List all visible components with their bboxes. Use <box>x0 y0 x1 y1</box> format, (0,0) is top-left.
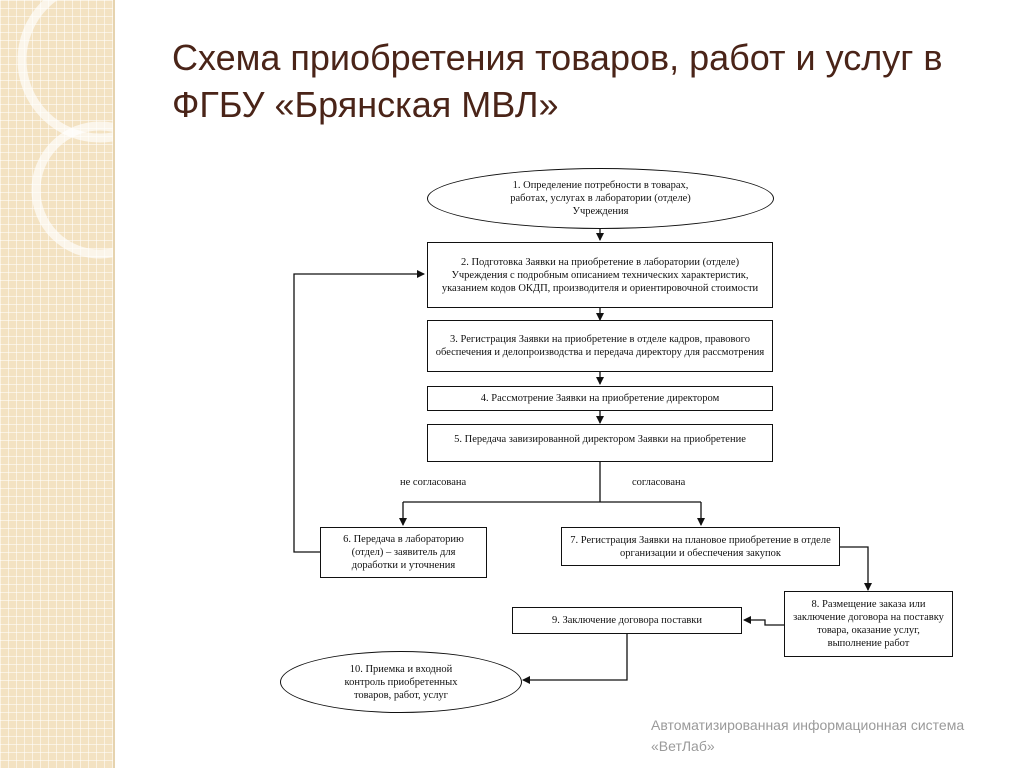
arrow-7-to-8 <box>840 546 872 591</box>
step-4-text: 4. Рассмотрение Заявки на приобретение д… <box>480 393 720 404</box>
arrow-8-to-9 <box>743 616 784 626</box>
decorative-side-panel <box>0 0 115 768</box>
step-10-node: 10. Приемка и входной контроль приобрете… <box>280 651 522 713</box>
step-1-text: 1. Определение потребности в товарах, ра… <box>510 180 691 217</box>
step-10-text: 10. Приемка и входной контроль приобрете… <box>344 663 458 701</box>
arrow-6-to-2 <box>293 270 425 553</box>
step-7-node: 7. Регистрация Заявки на плановое приобр… <box>561 527 840 566</box>
step-3-text: 3. Регистрация Заявки на приобретение в … <box>435 334 765 358</box>
slide-title: Схема приобретения товаров, работ и услу… <box>172 37 943 125</box>
step-8-node: 8. Размещение заказа или заключение дого… <box>784 591 953 657</box>
step-5-text: 5. Передача завизированной директором За… <box>454 434 746 445</box>
step-8-text: 8. Размещение заказа или заключение дого… <box>793 599 944 649</box>
footer-caption: Автоматизированная информационная систем… <box>651 717 965 754</box>
step-1-node: 1. Определение потребности в товарах, ра… <box>427 168 774 229</box>
branch-label-rejected: не согласована <box>400 477 467 488</box>
step-6-text: 6. Передача в лабораторию (отдел) – заяв… <box>343 534 464 571</box>
connector-5-split <box>403 462 701 503</box>
branch-label-approved: согласована <box>632 477 686 488</box>
step-2-node: 2. Подготовка Заявки на приобретение в л… <box>427 242 773 308</box>
step-5-node: 5. Передача завизированной директором За… <box>427 424 773 462</box>
step-7-text: 7. Регистрация Заявки на плановое приобр… <box>570 534 831 559</box>
arrow-9-to-10 <box>522 634 628 684</box>
step-6-node: 6. Передача в лабораторию (отдел) – заяв… <box>320 527 487 578</box>
step-9-text: 9. Заключение договора поставки <box>551 615 703 626</box>
step-3-node: 3. Регистрация Заявки на приобретение в … <box>427 320 773 372</box>
decorative-rings <box>17 0 113 259</box>
step-4-node: 4. Рассмотрение Заявки на приобретение д… <box>427 386 773 411</box>
step-2-text: 2. Подготовка Заявки на приобретение в л… <box>441 256 759 294</box>
step-9-node: 9. Заключение договора поставки <box>512 607 742 634</box>
